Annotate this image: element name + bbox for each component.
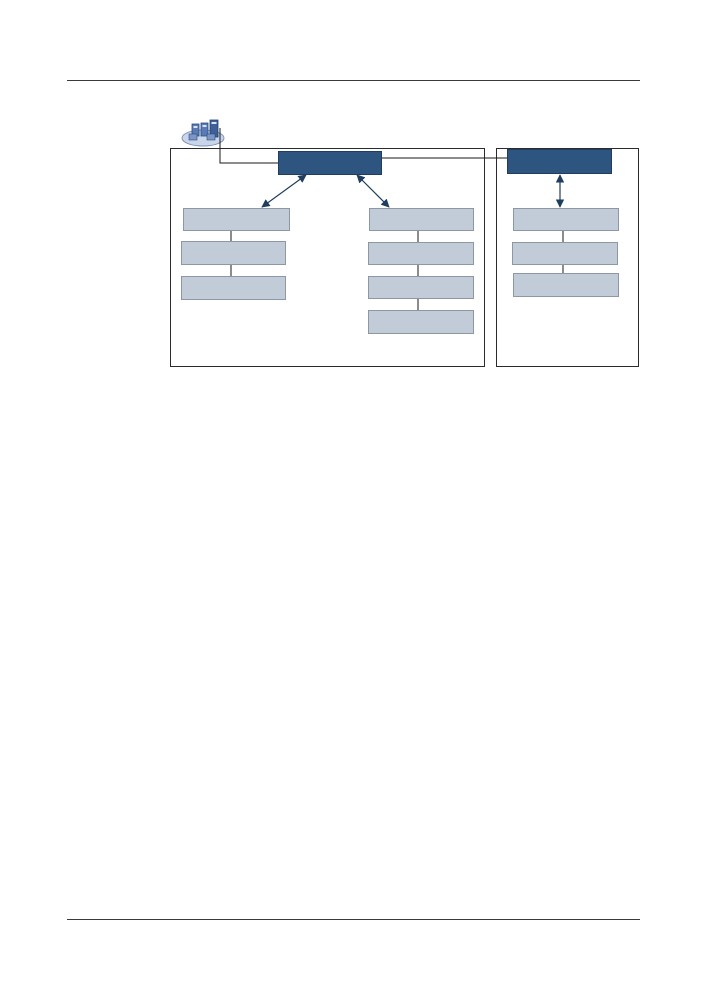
server-cluster-icon	[181, 119, 225, 147]
left-root-node	[278, 151, 382, 175]
panel2-node-2	[512, 242, 618, 265]
left-panel	[170, 148, 485, 367]
panel2-node-1	[513, 208, 619, 231]
left-branch-node-1	[183, 208, 290, 231]
footer-rule	[67, 919, 640, 920]
left-branch-node-3	[181, 276, 286, 300]
panel2-node-3	[513, 273, 619, 297]
header-rule	[67, 80, 640, 81]
right-root-node	[507, 149, 612, 174]
right-branch-node-4	[368, 310, 474, 334]
right-branch-node-3	[368, 276, 474, 299]
right-branch-node-1	[369, 208, 474, 231]
right-panel	[496, 148, 639, 367]
left-branch-node-2	[181, 241, 286, 265]
right-branch-node-2	[368, 242, 474, 265]
